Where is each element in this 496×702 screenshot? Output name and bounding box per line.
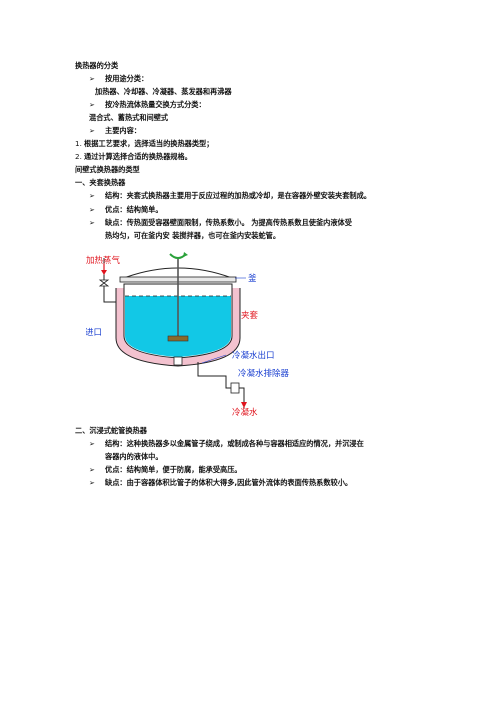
- leader-outlet: [201, 354, 227, 364]
- bullet-by-use: ➢ 按用途分类：: [89, 74, 148, 84]
- drain-pipe: [239, 387, 245, 408]
- item-text: 通过计算选择合适的换热器规格。: [84, 152, 192, 161]
- bullet-arrow-icon: ➢: [89, 75, 95, 83]
- bullet-text: 缺点：由于容器体积比管子的体积大得多,因此管外流体的表面传热系数较小。: [105, 478, 353, 487]
- bullet-coil-disadvantage: ➢ 缺点：由于容器体积比管子的体积大得多,因此管外流体的表面传热系数较小。: [89, 478, 352, 488]
- label-steam-trap: 冷凝水排除器: [238, 368, 290, 379]
- label-condensate-outlet: 冷凝水出口: [232, 350, 275, 361]
- bullet-text: 按冷热流体热量交换方式分类：: [105, 100, 206, 109]
- item-text: 根据工艺要求，选择适当的换热器类型；: [84, 139, 214, 148]
- bullet-text: 优点：结构简单。: [105, 205, 163, 214]
- bullet-by-exchange: ➢ 按冷热流体热量交换方式分类：: [89, 100, 206, 110]
- bullet-arrow-icon: ➢: [89, 192, 95, 200]
- bottom-outlet: [173, 356, 183, 366]
- item-number: 2.: [75, 152, 82, 161]
- bullet-text: 优点：结构简单，便于防腐，能承受高压。: [105, 465, 242, 474]
- impeller: [167, 335, 189, 342]
- label-steam-inlet: 蒸气进口: [86, 327, 102, 338]
- section-title-types: 间壁式换热器的类型: [75, 165, 140, 174]
- bullet-coil-advantage: ➢ 优点：结构简单，便于防腐，能承受高压。: [89, 465, 242, 475]
- condensate-pipe: [197, 362, 231, 389]
- bullet-advantage: ➢ 优点：结构简单。: [89, 205, 163, 215]
- bullet-arrow-icon: ➢: [89, 101, 95, 109]
- title-classification: 换热器的分类: [75, 61, 119, 70]
- text-exchange-types: 混合式、蓄热式和间壁式: [89, 113, 169, 122]
- section-heading-jacket: 一、夹套换热器: [75, 178, 126, 187]
- text-use-types: 加热器、冷却器、冷凝器、蒸发器和再沸器: [95, 87, 232, 96]
- bullet-arrow-icon: ➢: [89, 206, 95, 214]
- bullet-disadvantage: ➢ 缺点：传热面受容器壁面限制，传热系数小。 为提高传热系数且使釜内液体受: [89, 218, 352, 228]
- steam-trap: [230, 382, 240, 394]
- bullet-arrow-icon: ➢: [89, 466, 95, 474]
- label-vessel: 釜: [248, 273, 257, 284]
- bullet-text: 缺点：传热面受容器壁面限制，传热系数小。 为提高传热系数且使釜内液体受: [105, 218, 352, 227]
- steam-valve-icon: [98, 279, 110, 287]
- bullet-arrow-icon: ➢: [89, 219, 95, 227]
- drain-arrow-icon: [241, 402, 247, 408]
- numbered-item-1: 1.根据工艺要求，选择适当的换热器类型；: [75, 139, 213, 148]
- bullet-structure: ➢ 结构：夹套式换热器主要用于反应过程的加热或冷却，是在容器外壁安装夹套制成。: [89, 191, 371, 201]
- bullet-coil-structure-cont: 容器内的液体中。: [105, 452, 163, 461]
- bullet-text: 结构：夹套式换热器主要用于反应过程的加热或冷却，是在容器外壁安装夹套制成。: [105, 191, 371, 200]
- bullet-text: 主要内容：: [105, 126, 141, 135]
- bullet-text: 按用途分类：: [105, 74, 149, 83]
- bullet-text: 结构：这种换热器多以金属管子绕成，或制成各种与容器相适应的情况，并沉浸在: [105, 439, 364, 448]
- numbered-item-2: 2.通过计算选择合适的换热器规格。: [75, 152, 192, 161]
- bullet-main-content: ➢ 主要内容：: [89, 126, 141, 136]
- rotation-arrowhead-icon: [183, 252, 188, 257]
- jacketed-vessel-diagram: 加热蒸气 釜 夹套 蒸气进口 冷凝水出口 冷凝水排除器 冷凝水: [86, 252, 290, 418]
- label-heating-steam: 加热蒸气: [86, 255, 121, 266]
- bullet-disadvantage-cont: 热均匀，可在釜内安 装搅拌器，也可在釜内安装蛇管。: [105, 231, 281, 240]
- item-number: 1.: [75, 139, 82, 148]
- steam-arrowhead-icon: [101, 270, 107, 275]
- bullet-arrow-icon: ➢: [89, 127, 95, 135]
- label-condensate: 冷凝水: [232, 407, 258, 418]
- bullet-arrow-icon: ➢: [89, 440, 95, 448]
- label-jacket: 夹套: [241, 310, 259, 321]
- bullet-arrow-icon: ➢: [89, 479, 95, 487]
- bullet-coil-structure: ➢ 结构：这种换热器多以金属管子绕成，或制成各种与容器相适应的情况，并沉浸在: [89, 439, 364, 449]
- section-heading-coil: 二、沉浸式蛇管换热器: [75, 426, 147, 435]
